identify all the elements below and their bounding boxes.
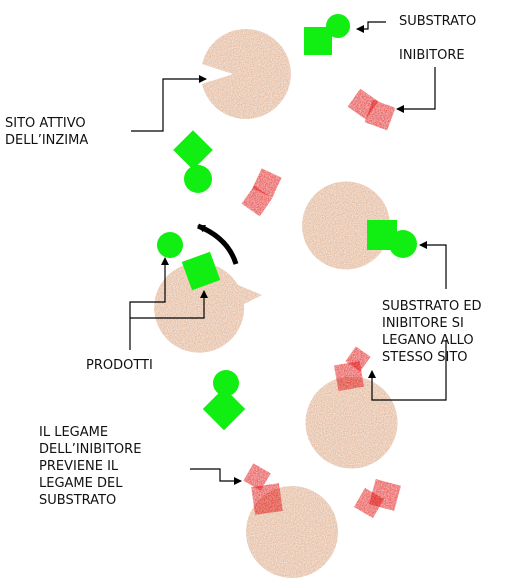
inhibitor-free-middle [242, 168, 282, 216]
label-substrato: SUBSTRATO [399, 13, 476, 30]
label-sito-attivo: SITO ATTIVO DELL’INZIMA [5, 115, 88, 149]
enzyme-lower [305, 377, 397, 469]
inhibitor-free-bottom [354, 479, 401, 518]
label-prodotti: PRODOTTI [86, 357, 153, 374]
inhibitor-bound-bottom [243, 463, 282, 514]
substrate-free-left [173, 130, 213, 193]
inhibitor-free-top [348, 89, 396, 131]
substrate-free-top [304, 14, 350, 55]
label-substrato-ed-inibitore: SUBSTRATO ED INIBITORE SI LEGANO ALLO ST… [382, 298, 482, 366]
label-inibitore: INIBITORE [399, 47, 465, 64]
product-left [157, 232, 183, 258]
enzyme-top [202, 29, 291, 119]
label-legame-inibitore: IL LEGAME DELL’INIBITORE PREVIENE IL LEG… [39, 424, 141, 509]
substrate-free-bottom [203, 370, 245, 430]
